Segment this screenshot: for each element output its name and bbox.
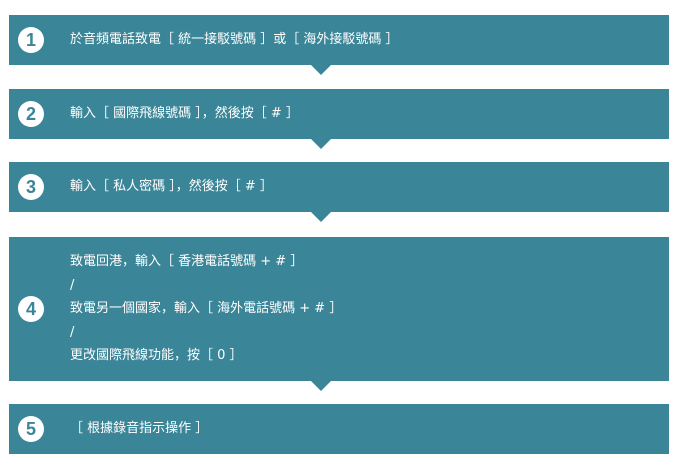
- down-arrow-icon: [311, 65, 331, 75]
- step-3: 3 輸入［ 私人密碼 ］，然後按［ # ］: [9, 162, 669, 222]
- down-arrow-icon: [311, 381, 331, 391]
- down-arrow-icon: [311, 139, 331, 149]
- step-number-badge: 4: [18, 296, 44, 322]
- step-text: 於音頻電話致電［ 統一接駁號碼 ］或［ 海外接駁號碼 ］: [70, 32, 399, 48]
- step-2: 2 輸入［ 國際飛線號碼 ］，然後按［ # ］: [9, 89, 669, 149]
- step-number-badge: 2: [18, 101, 44, 127]
- separator-text: /: [70, 277, 75, 293]
- step-1: 1 於音頻電話致電［ 統一接駁號碼 ］或［ 海外接駁號碼 ］: [9, 15, 669, 75]
- step-number-badge: 1: [18, 27, 44, 53]
- step-number-badge: 3: [18, 174, 44, 200]
- step-text: 更改國際飛線功能，按［ 0 ］: [70, 348, 243, 364]
- step-text: 輸入［ 私人密碼 ］，然後按［ # ］: [70, 179, 273, 195]
- step-text: 致電回港，輸入［ 香港電話號碼 + # ］: [70, 254, 304, 270]
- separator-text: /: [70, 324, 75, 340]
- step-text: 輸入［ 國際飛線號碼 ］，然後按［ # ］: [70, 106, 299, 122]
- step-5: 5 ［ 根據錄音指示操作 ］: [9, 404, 669, 454]
- down-arrow-icon: [311, 212, 331, 222]
- step-4: 4 致電回港，輸入［ 香港電話號碼 + # ］ / 致電另一個國家，輸入［ 海外…: [9, 237, 669, 391]
- step-text: ［ 根據錄音指示操作 ］: [70, 421, 209, 437]
- step-number-badge: 5: [18, 416, 44, 442]
- step-text: 致電另一個國家，輸入［ 海外電話號碼 + # ］: [70, 301, 343, 317]
